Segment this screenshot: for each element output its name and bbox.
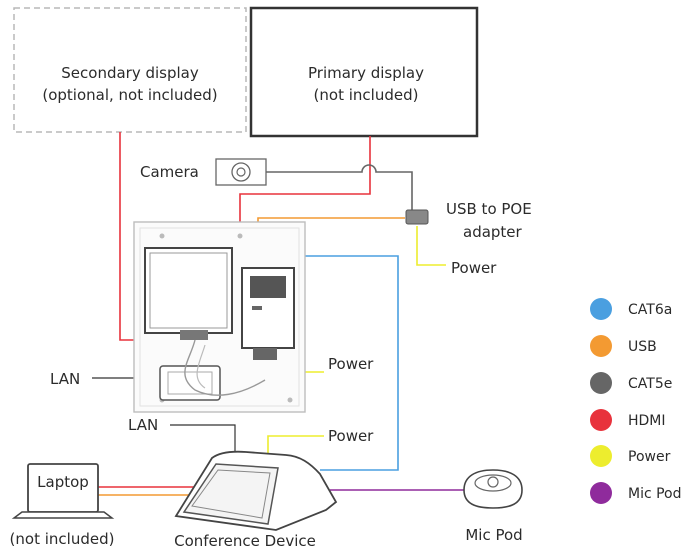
- legend-label-cat6a: CAT6a: [628, 302, 672, 318]
- legend-swatch-hdmi: [590, 409, 612, 431]
- secondary-display: [13, 7, 247, 133]
- laptop-label: Laptop: [37, 473, 89, 491]
- legend-label-mic-pod: Mic Pod: [628, 486, 682, 502]
- mic-pod-icon: [463, 469, 523, 509]
- power-enclosure-label: Power: [328, 355, 374, 373]
- legend-swatch-usb: [590, 335, 612, 357]
- conference-device-icon: [174, 450, 338, 531]
- lan-device-label: LAN: [128, 416, 158, 434]
- secondary-display-note: (optional, not included): [42, 86, 217, 104]
- laptop-note: (not included): [10, 530, 115, 548]
- secondary-display-label: Secondary display: [61, 64, 199, 82]
- legend-swatch-power: [590, 445, 612, 467]
- camera-device: [215, 158, 267, 186]
- legend-swatch-mic-pod: [590, 482, 612, 504]
- laptop-icon: [11, 463, 115, 519]
- power-cable-adapter: [416, 226, 446, 266]
- legend-label-cat5e: CAT5e: [628, 376, 672, 392]
- conference-device-label: Conference Device: [174, 532, 316, 550]
- usb-poe-adapter: [405, 209, 429, 225]
- primary-display-label: Primary display: [308, 64, 424, 82]
- legend-label-usb: USB: [628, 339, 657, 355]
- mic-pod-label: Mic Pod: [465, 526, 522, 544]
- legend-label-power: Power: [628, 449, 671, 465]
- usb-poe-label: USB to POE: [446, 200, 532, 218]
- lan-cable-device: [170, 424, 236, 456]
- equipment-enclosure: [133, 221, 306, 413]
- primary-display: [249, 6, 479, 138]
- power-adapter-label: Power: [451, 259, 497, 277]
- camera-label: Camera: [140, 163, 199, 181]
- power-device-label: Power: [328, 427, 374, 445]
- cat6a-cable: [292, 255, 399, 471]
- power-cable-device: [267, 435, 324, 455]
- legend-swatch-cat5e: [590, 372, 612, 394]
- primary-display-note: (not included): [314, 86, 419, 104]
- legend: CAT6a USB CAT5e HDMI Power Mic Pod: [590, 298, 682, 504]
- legend-swatch-cat6a: [590, 298, 612, 320]
- lan-enclosure-label: LAN: [50, 370, 80, 388]
- usb-poe-label-2: adapter: [463, 223, 523, 241]
- cat5e-camera-cable: [266, 164, 413, 212]
- legend-label-hdmi: HDMI: [628, 413, 666, 429]
